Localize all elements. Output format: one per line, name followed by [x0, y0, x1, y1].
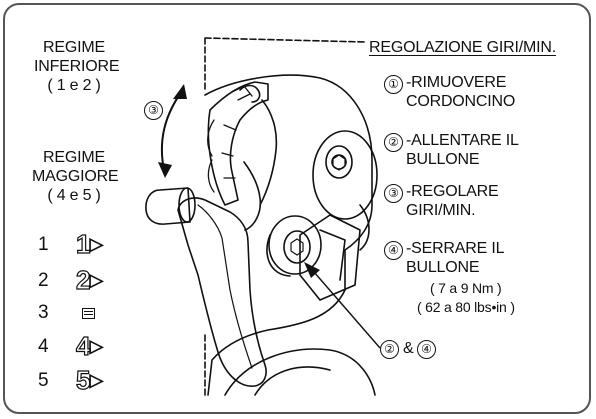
- gear-number: 5: [38, 370, 49, 391]
- step-marker: ③: [384, 184, 403, 203]
- gear-1-icon: 1▷: [75, 229, 104, 259]
- adjustment-bolt: [268, 215, 322, 275]
- gear-number: 3: [38, 302, 49, 323]
- housing-body: [204, 74, 373, 396]
- gear-number: 1: [38, 234, 49, 255]
- lower-bracket: [299, 214, 361, 301]
- gear-number: 4: [38, 336, 49, 357]
- step-text: -RIMUOVERE CORDONCINO: [406, 74, 516, 110]
- gear-neutral-icon: [82, 308, 95, 319]
- pawl-rim: [207, 81, 269, 206]
- torque-lbs-in: ( 62 a 80 lbs•in ): [417, 299, 515, 315]
- callout-marker: ④: [417, 340, 436, 359]
- gear-4-icon: 4▷: [75, 331, 104, 361]
- diagram-frame: [3, 3, 591, 414]
- step-text: -REGOLARE GIRI/MIN.: [406, 183, 499, 219]
- gear-number: 2: [38, 270, 49, 291]
- cutaway-boundary: [204, 37, 366, 396]
- step-marker: ②: [384, 133, 403, 152]
- shaft: [145, 187, 191, 225]
- housing-bottom-ring: [224, 348, 376, 396]
- callout-marker: ②: [380, 340, 399, 359]
- adjust-arrow-head-down: [158, 162, 172, 178]
- step-marker: ①: [384, 75, 403, 94]
- low-range-label: REGIME INFERIORE ( 1 e 2 ): [34, 39, 120, 94]
- callout-amp: &: [403, 340, 414, 357]
- housing-boss: [312, 130, 378, 220]
- adjust-arrow-head-up: [173, 84, 187, 99]
- shift-lever: [177, 197, 267, 387]
- cable-cord: [239, 84, 261, 103]
- step-marker: ④: [384, 241, 403, 260]
- step-text: -SERRARE IL BULLONE: [406, 240, 505, 276]
- gear-5-icon: 5▷: [75, 365, 104, 395]
- torque-nm: ( 7 a 9 Nm ): [430, 280, 502, 296]
- high-range-label: REGIME MAGGIORE ( 4 e 5 ): [32, 149, 119, 204]
- section-title: REGOLAZIONE GIRI/MIN.: [369, 39, 556, 56]
- adjust-arrow: [160, 90, 183, 171]
- gear-2-icon: 2▷: [75, 265, 104, 295]
- callout-leader: [313, 271, 381, 349]
- callout-arrow-head: [304, 262, 320, 278]
- adjust-marker: ③: [144, 101, 163, 120]
- step-text: -ALLENTARE IL BULLONE: [406, 132, 519, 168]
